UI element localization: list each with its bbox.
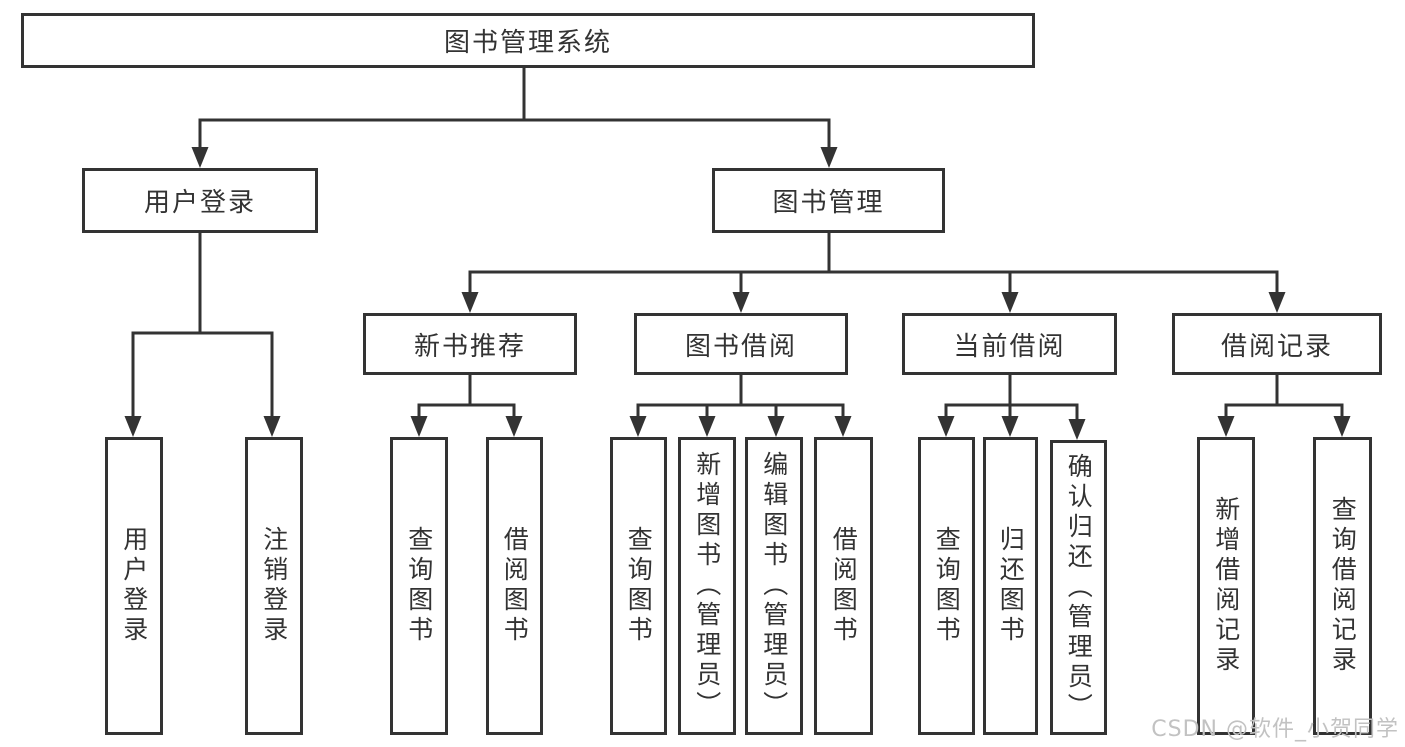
node-book-borrowing: 图书借阅 [634,313,848,375]
node-library-system: 图书管理系统 [21,13,1035,68]
leaf-bb-add-books-admin: 新增图书（管理员） [678,437,736,735]
leaf-br-query-record: 查询借阅记录 [1313,437,1372,735]
leaf-rec-borrow-books: 借阅图书 [486,437,543,735]
arrowheads [124,147,1351,440]
leaf-bb-edit-books-admin: 编辑图书（管理员） [745,437,803,735]
watermark: CSDN @软件_小贺同学 [1151,717,1399,742]
leaf-user-login: 用户登录 [105,437,163,735]
leaf-bb-borrow-books: 借阅图书 [814,437,873,735]
leaf-cb-return-books: 归还图书 [983,437,1038,735]
leaf-br-add-record: 新增借阅记录 [1197,437,1255,735]
leaf-rec-query-books: 查询图书 [390,437,448,735]
leaf-bb-query-books: 查询图书 [610,437,667,735]
leaf-logout: 注销登录 [245,437,303,735]
leaf-cb-confirm-return-admin: 确认归还（管理员） [1050,440,1107,735]
node-borrowing-records: 借阅记录 [1172,313,1382,375]
node-new-book-recommend: 新书推荐 [363,313,577,375]
node-current-borrowing: 当前借阅 [902,313,1117,375]
node-user-login: 用户登录 [82,168,318,233]
node-book-management: 图书管理 [712,168,945,233]
leaf-cb-query-books: 查询图书 [918,437,975,735]
